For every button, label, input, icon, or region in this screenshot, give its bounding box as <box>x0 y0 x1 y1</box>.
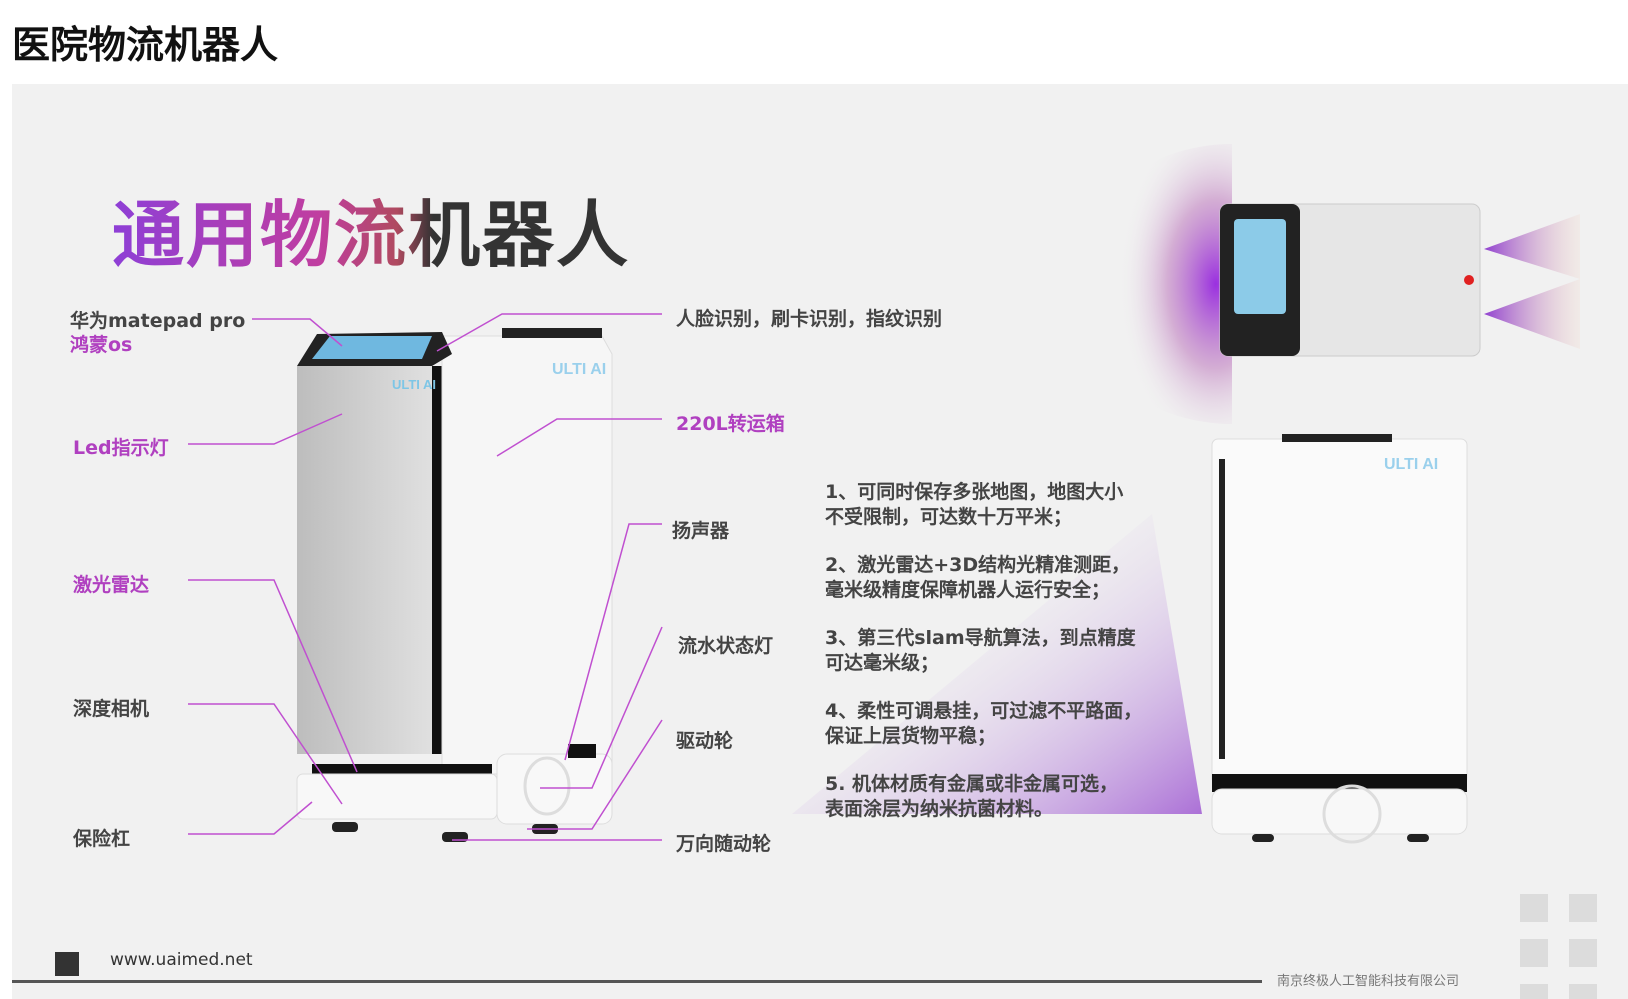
slide: ULTI AI ULTI AI ULTI AI 通用物流机器人 华为matepa… <box>12 84 1628 999</box>
feature-line: 毫米级精度保障机器人运行安全； <box>825 579 1111 601</box>
footer-company: 南京终极人工智能科技有限公司 <box>1277 974 1460 989</box>
label-box: 220L转运箱 <box>676 413 785 435</box>
feature-item: 2、激光雷达+3D结构光精准测距， 毫米级精度保障机器人运行安全； <box>825 553 1130 603</box>
label-depth-camera: 深度相机 <box>73 698 150 720</box>
label-os: 鸿蒙os <box>70 334 133 356</box>
label-tablet: 华为matepad pro <box>70 310 246 332</box>
label-bumper: 保险杠 <box>73 828 131 850</box>
feature-line: 5. 机体材质有金属或非金属可选， <box>825 773 1119 795</box>
feature-line: 1、可同时保存多张地图，地图大小 <box>825 481 1124 503</box>
feature-line: 3、第三代slam导航算法，到点精度 <box>825 627 1136 649</box>
robot-illustration: ULTI AI ULTI AI ULTI AI <box>188 144 1597 999</box>
footer-divider <box>12 980 1262 983</box>
feature-line: 保证上层货物平稳； <box>825 725 997 747</box>
tablet-screen <box>1234 219 1286 314</box>
label-speaker: 扬声器 <box>672 520 730 542</box>
page-title: 医院物流机器人 <box>12 23 279 67</box>
feature-line: 表面涂层为纳米抗菌材料。 <box>825 798 1054 820</box>
feature-item: 3、第三代slam导航算法，到点精度可达毫米级； <box>825 626 1136 676</box>
label-drive-wheel: 驱动轮 <box>676 730 734 752</box>
tablet-screen <box>312 336 432 359</box>
feature-line: 2、激光雷达+3D结构光精准测距， <box>825 554 1131 576</box>
feature-item: 4、柔性可调悬挂，可过滤不平路面， 保证上层货物平稳； <box>825 699 1142 749</box>
feature-item: 5. 机体材质有金属或非金属可选， 表面涂层为纳米抗菌材料。 <box>825 772 1118 822</box>
feature-line: 可达毫米级； <box>825 652 940 674</box>
label-lidar: 激光雷达 <box>73 574 150 596</box>
feature-line: 不受限制，可达数十万平米； <box>825 506 1073 528</box>
svg-text:ULTI AI: ULTI AI <box>392 377 436 392</box>
label-caster: 万向随动轮 <box>676 833 772 855</box>
headline: 通用物流机器人 <box>112 176 630 281</box>
label-led: Led指示灯 <box>73 437 169 459</box>
label-auth: 人脸识别，刷卡识别，指纹识别 <box>676 308 943 330</box>
radar-glow <box>1070 144 1232 424</box>
svg-text:ULTI AI: ULTI AI <box>552 361 606 378</box>
footer-url[interactable]: www.uaimed.net <box>110 950 253 970</box>
feature-item: 1、可同时保存多张地图，地图大小不受限制，可达数十万平米； <box>825 480 1123 530</box>
label-status-light: 流水状态灯 <box>678 635 774 657</box>
svg-text:ULTI AI: ULTI AI <box>1384 456 1438 473</box>
leader-lines <box>188 313 663 841</box>
footer-square-icon <box>55 952 79 976</box>
feature-line: 4、柔性可调悬挂，可过滤不平路面， <box>825 700 1143 722</box>
